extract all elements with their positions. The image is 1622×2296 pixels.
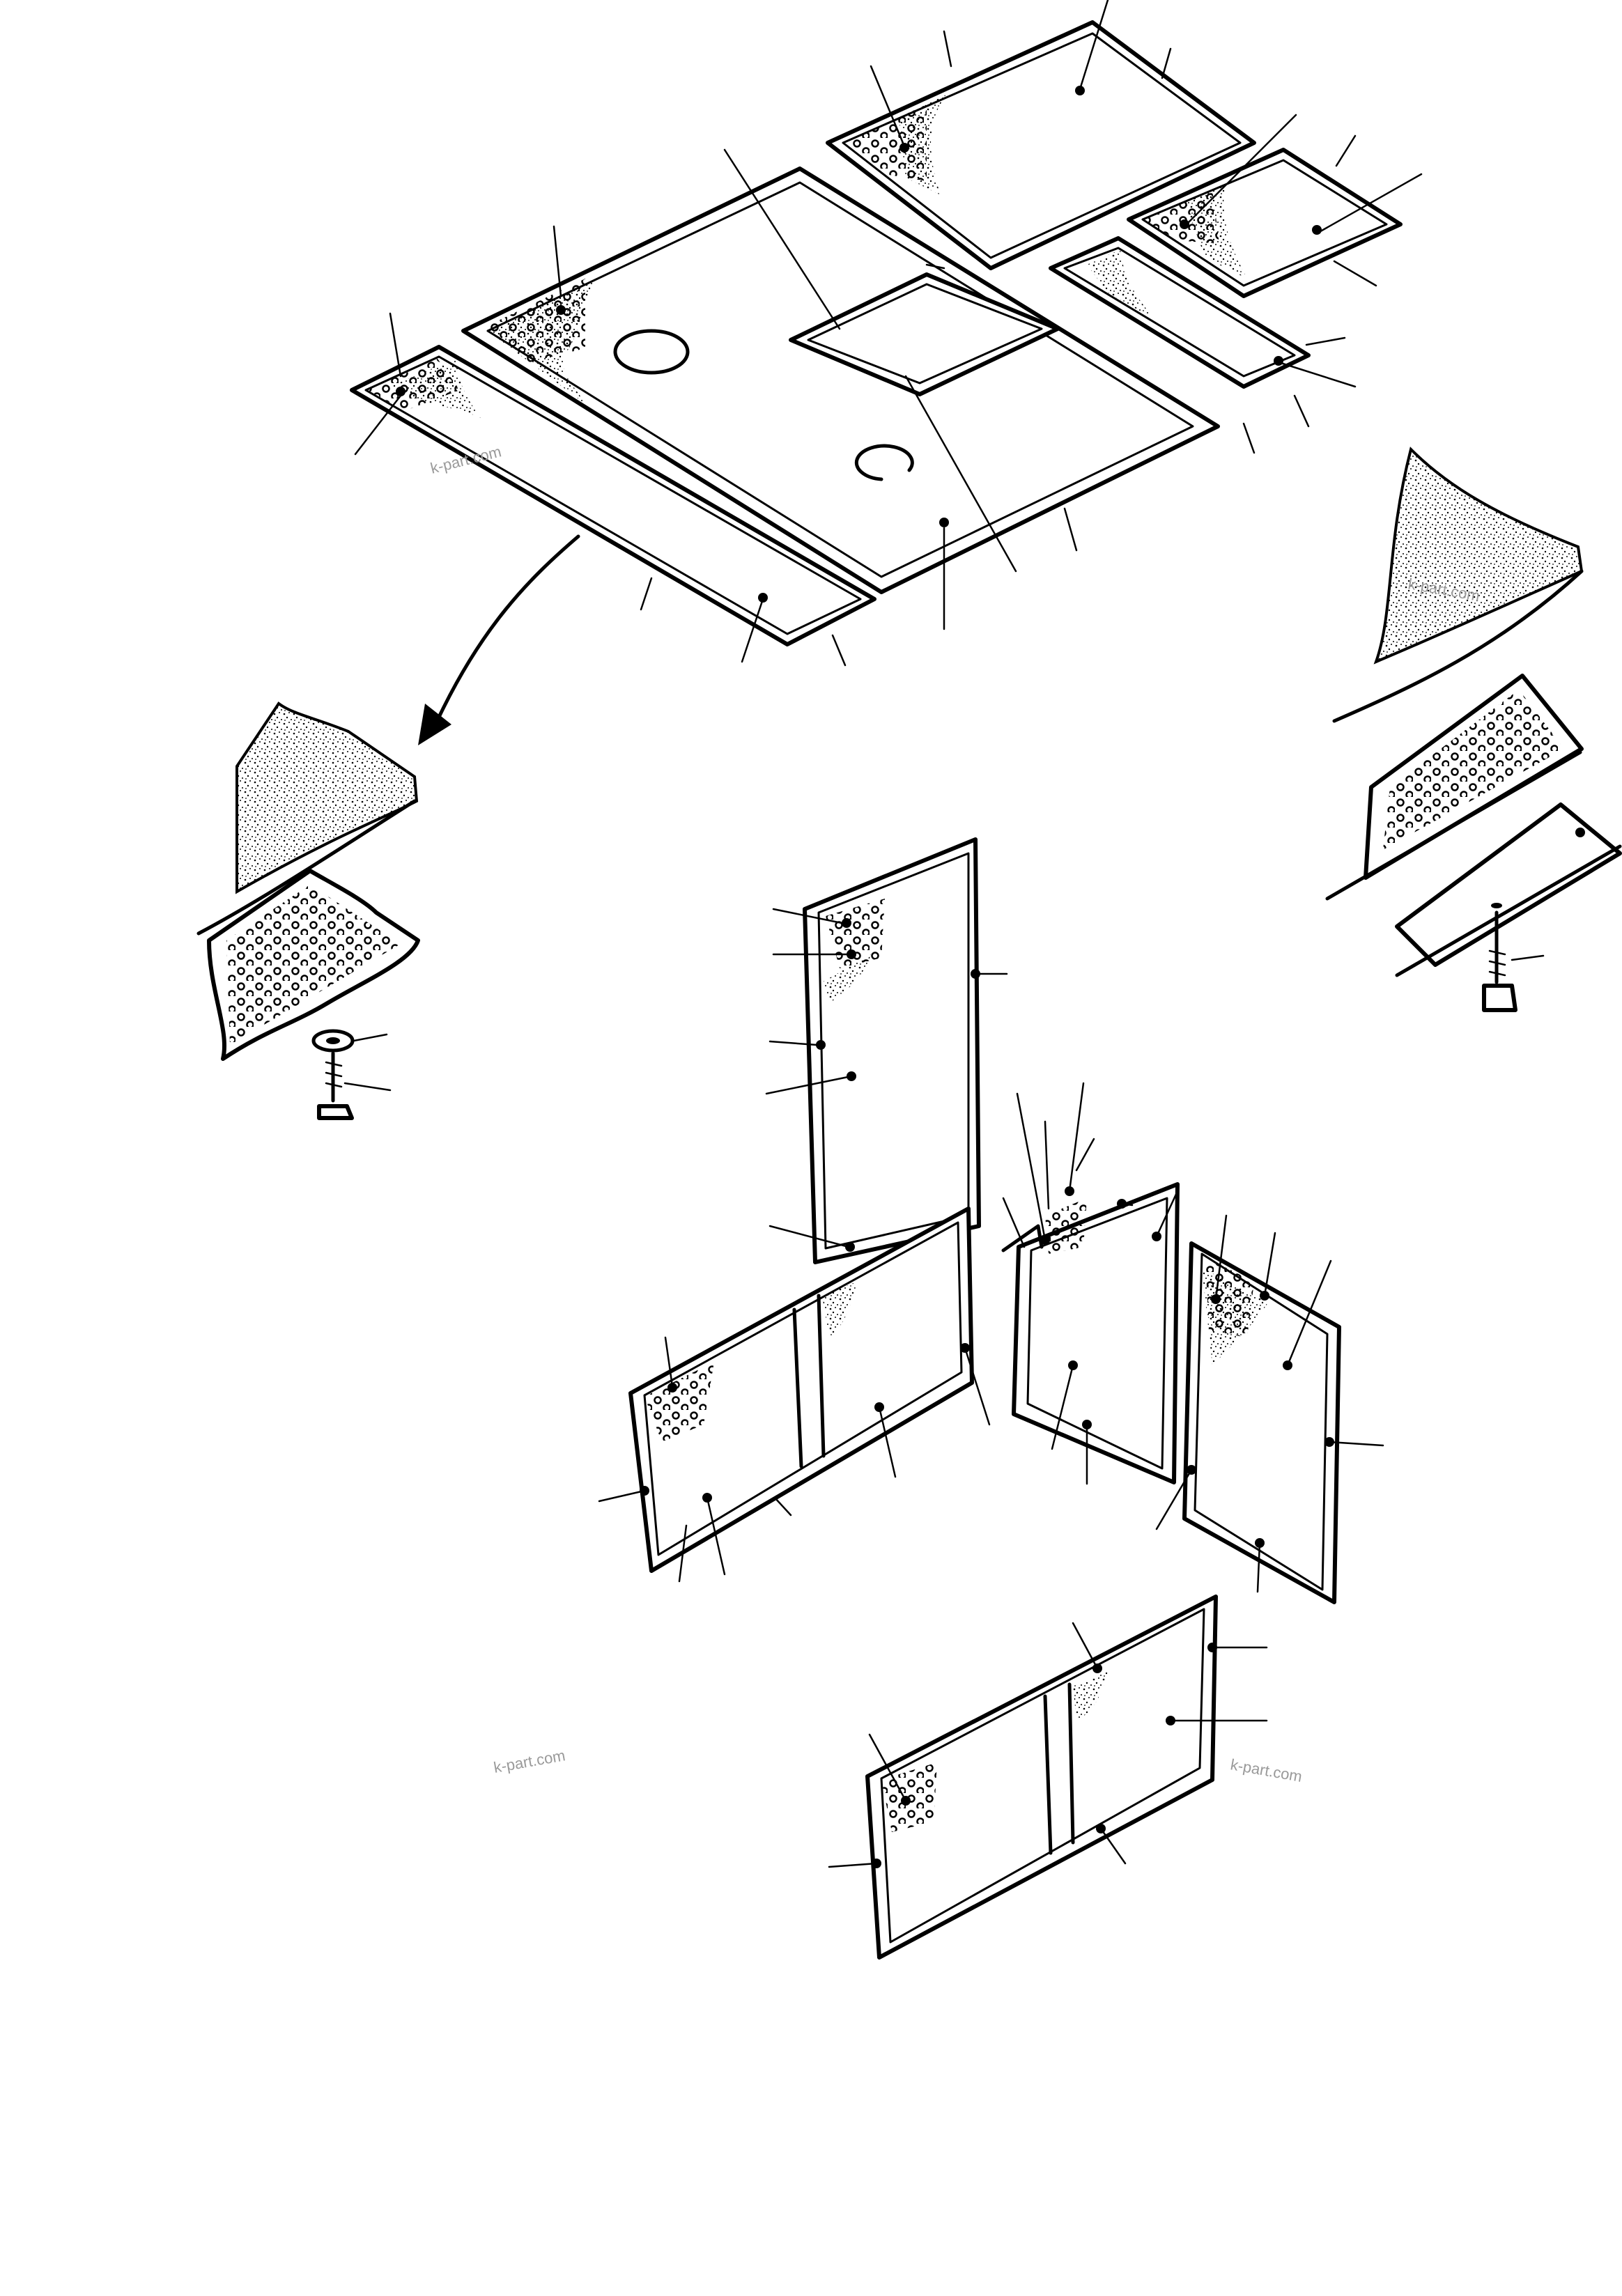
mat-edge-detail-left [196,701,420,1061]
arrow-down-left-icon [418,534,580,745]
floor-mat-strip-right [1049,236,1311,389]
leader-lines-panels [598,908,1384,1868]
callout-dots-top [396,86,1322,603]
watermark-4: k-part.com [1229,1755,1304,1785]
floor-mat-small-right [1127,148,1403,298]
wall-panel-bottom [865,1595,1218,1960]
leader-lines-top [354,0,1423,667]
leader-line [1511,954,1545,961]
leader-line [353,1033,388,1042]
wall-panel-tall [803,837,981,1264]
mat-edge-detail-right [1325,447,1622,977]
floor-mat-large [461,166,1220,594]
bolt-icon [1482,910,1517,1012]
leader-line [343,1082,392,1092]
wall-panel-lower-left [628,1207,974,1573]
callout-dots-panels [640,918,1334,1868]
floor-mat-upper-right [826,20,1256,270]
bolt-icon [317,1051,354,1120]
floor-mat-side-strip [350,345,876,646]
washer-icon [311,1029,355,1053]
watermark-3: k-part.com [493,1746,567,1776]
wall-panel-center [1001,1182,1180,1484]
